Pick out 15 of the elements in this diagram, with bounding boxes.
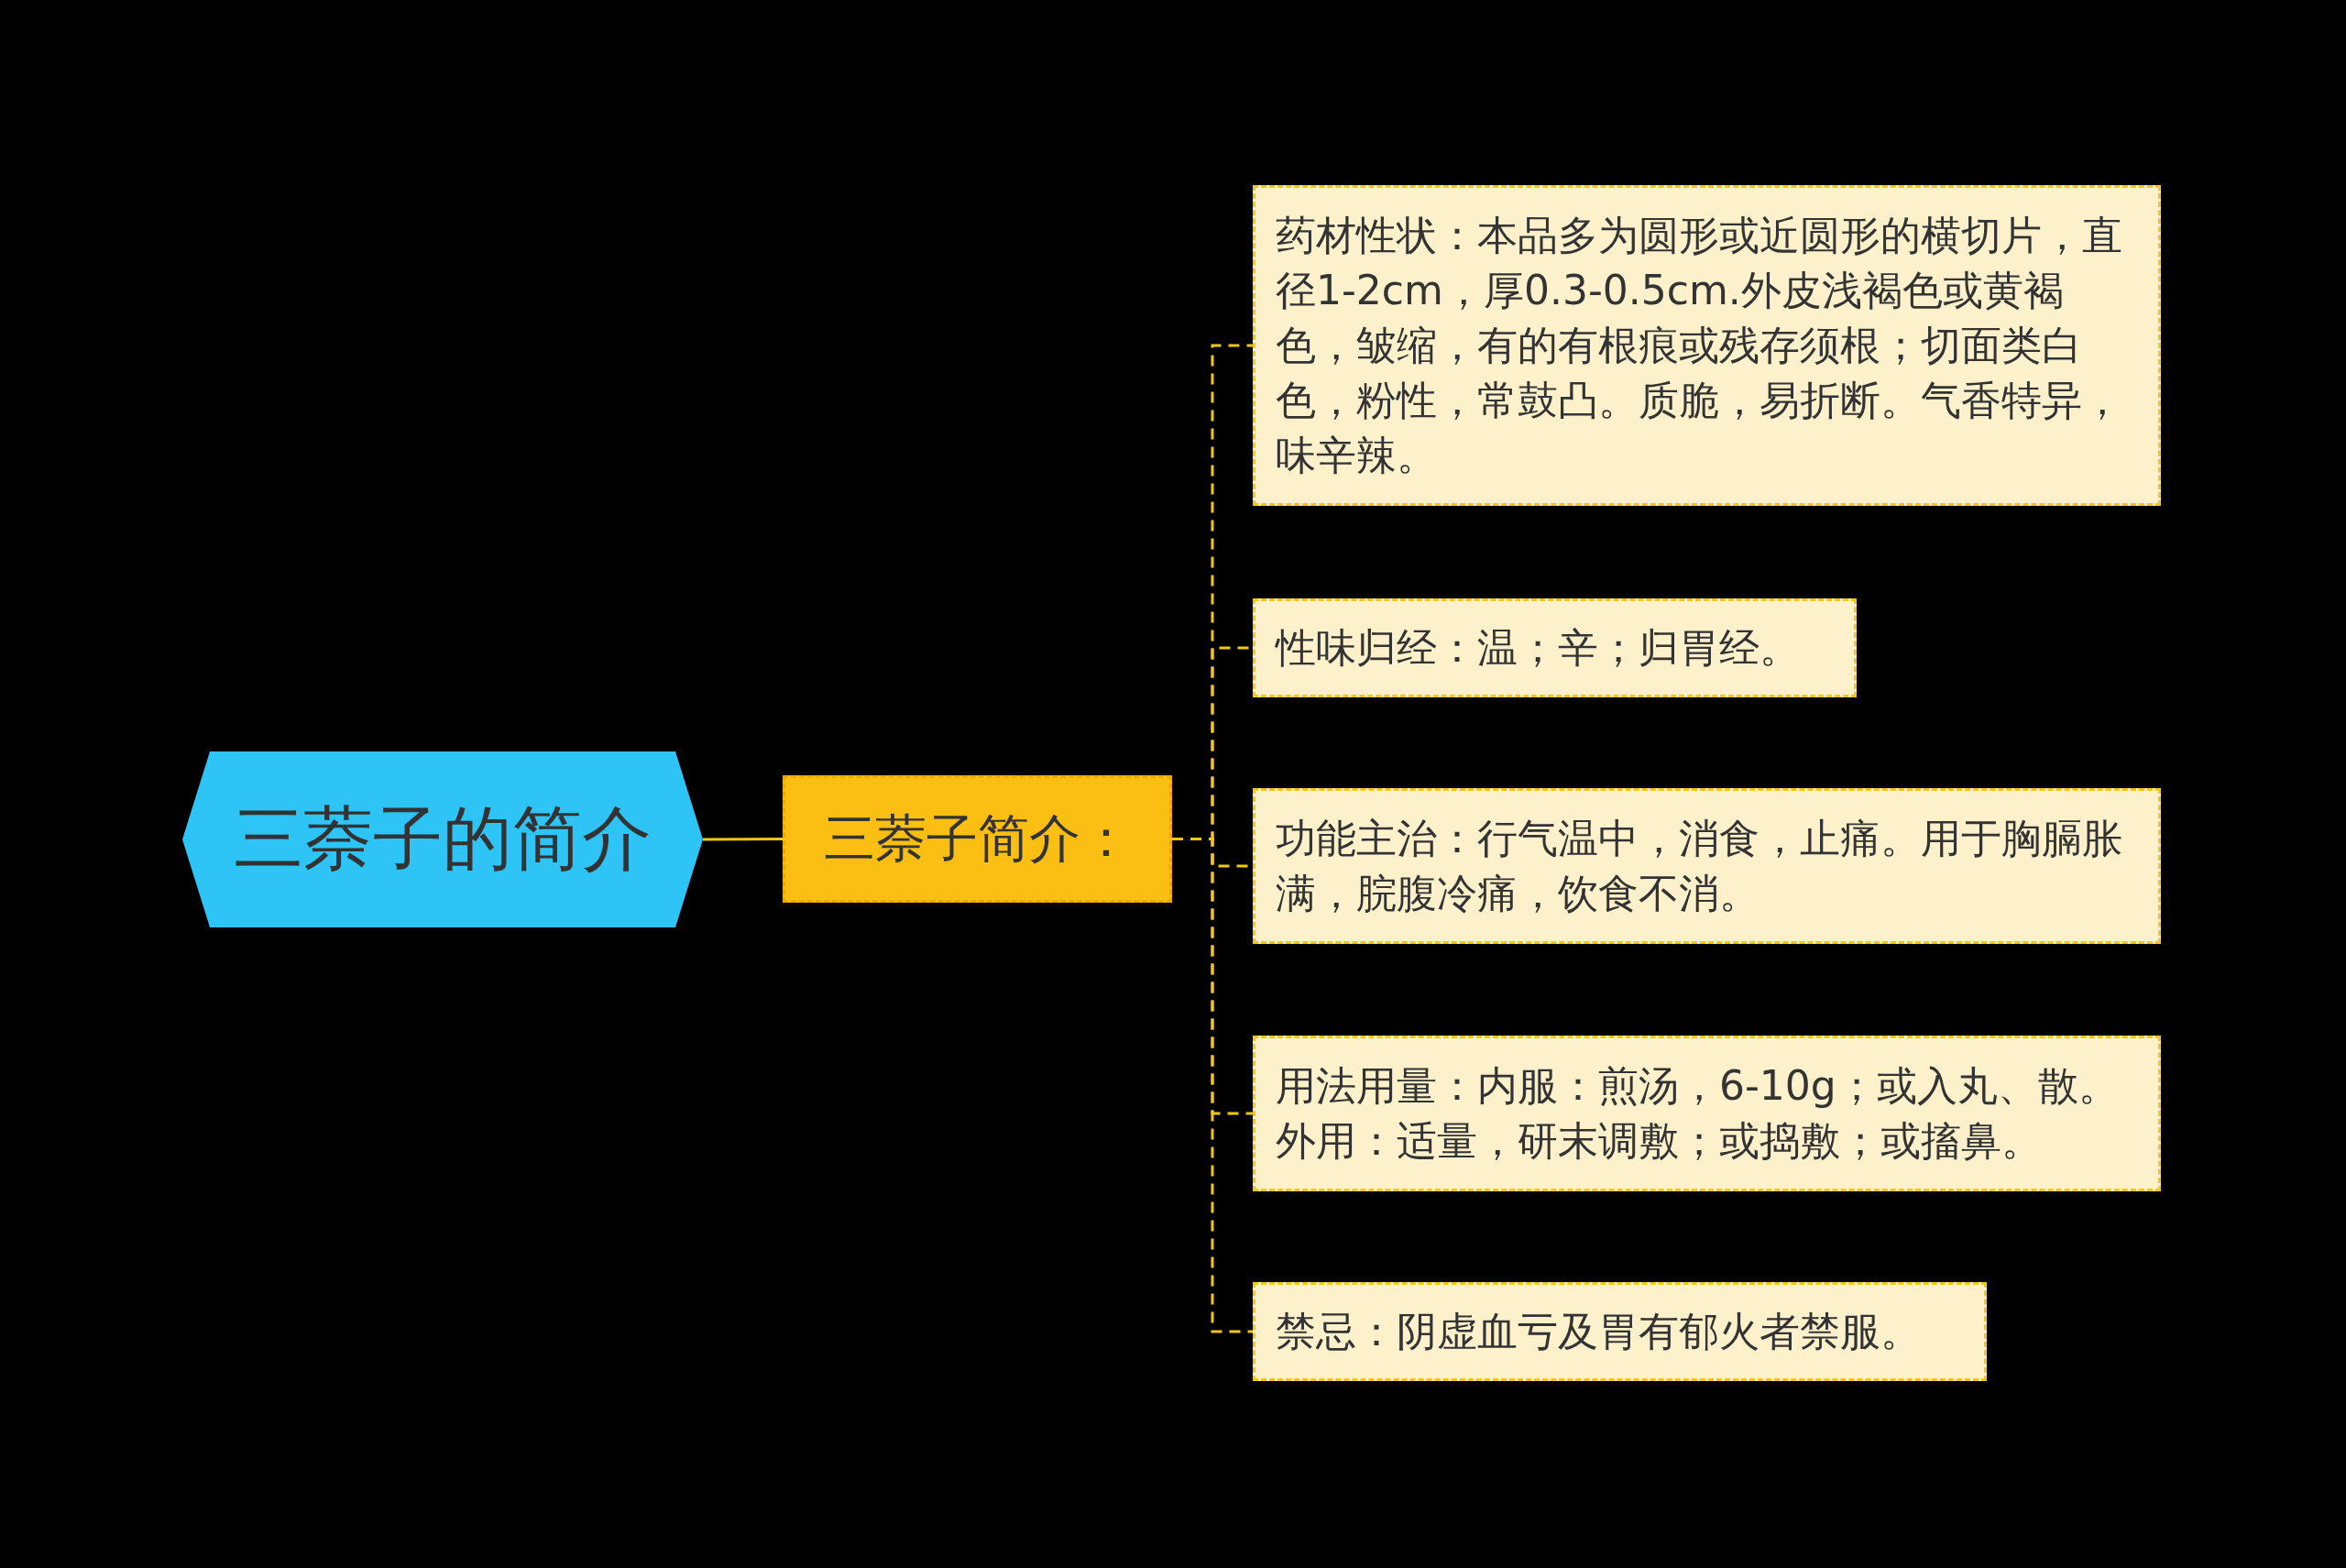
connector-line: [703, 838, 783, 841]
note-box: [1253, 598, 1857, 697]
node-text: 功能主治：行气温中，消食，止痛。用于胸膈胀满，脘腹冷痛，饮食不消。: [1276, 814, 2123, 918]
note-box: [1253, 1036, 2161, 1191]
node-text: 三萘子简介：: [823, 806, 1132, 870]
note-box: [1253, 788, 2161, 944]
node-text: 性味归经：温；辛；归胃经。: [1276, 623, 1800, 673]
node-text: 用法用量：内服：煎汤，6-10g；或入丸、散。外用：适量，研末调敷；或捣敷；或搐鼻。: [1276, 1061, 2120, 1166]
node-text: 禁忌：阴虚血亏及胃有郁火者禁服。: [1276, 1307, 1921, 1356]
topic-hexagon: [182, 751, 703, 927]
note-box: [1253, 185, 2161, 506]
subtopic-box: [783, 775, 1172, 903]
node-text: 三萘子的简介: [234, 795, 652, 881]
node-text: 药材性状：本品多为圆形或近圆形的横切片，直径1-2cm，厚0.3-0.5cm.外皮浅褐色或黄褐色，皱缩，有的有根痕或残存须根；切面类白色，粉性，常鼓凸。质脆，易折断。气香特异，味辛辣。: [1276, 211, 2123, 480]
note-box: [1253, 1282, 1987, 1381]
